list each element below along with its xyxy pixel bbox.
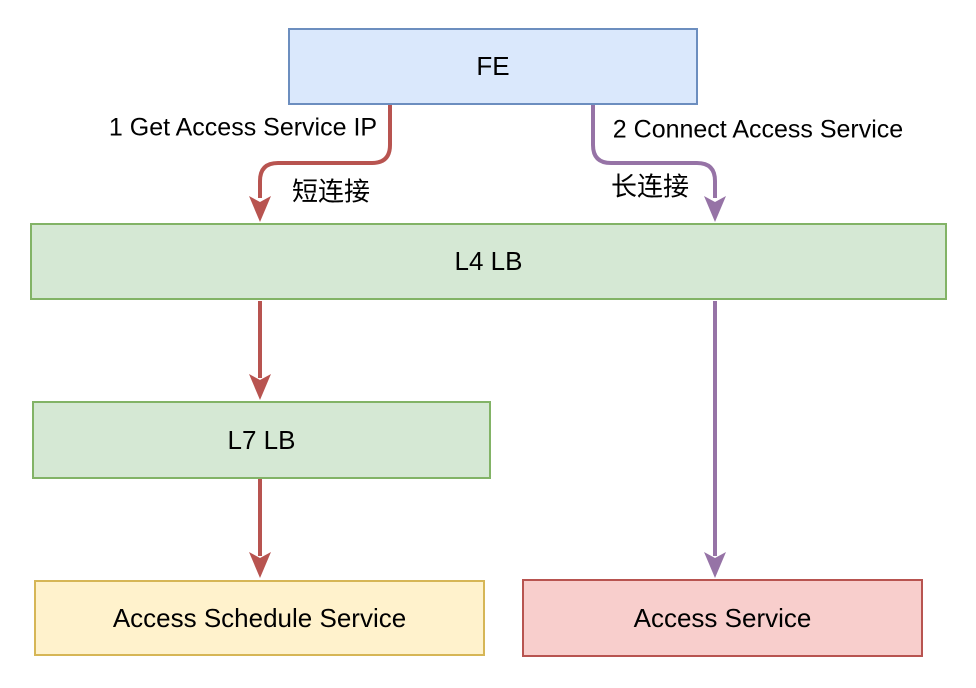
node-access-schedule-service-label: Access Schedule Service bbox=[112, 602, 407, 633]
node-fe-label: FE bbox=[476, 51, 510, 81]
node-l4-lb: L4 LB bbox=[30, 223, 947, 300]
edge-l7lb-to-schedule-arrowhead-icon bbox=[249, 552, 271, 578]
edge-label-long-connection: 长连接 bbox=[610, 171, 690, 202]
node-l7-lb-label: L7 LB bbox=[227, 424, 296, 455]
node-l4-lb-label: L4 LB bbox=[454, 246, 523, 276]
node-access-schedule-service: Access Schedule Service bbox=[34, 580, 485, 656]
edge-fe-to-l4lb-short-arrowhead-icon bbox=[249, 196, 271, 222]
edge-fe-to-l4lb-long-arrowhead-icon bbox=[704, 196, 726, 222]
node-fe: FE bbox=[288, 28, 698, 105]
edge-label-get-access-service-ip: 1 Get Access Service IP bbox=[108, 113, 378, 142]
node-access-service-label: Access Service bbox=[633, 602, 812, 633]
edge-label-short-connection: 短连接 bbox=[291, 176, 371, 207]
node-l7-lb: L7 LB bbox=[32, 401, 491, 479]
node-access-service: Access Service bbox=[522, 579, 923, 657]
edge-label-connect-access-service: 2 Connect Access Service bbox=[612, 115, 904, 144]
edge-l4lb-to-l7lb-arrowhead-icon bbox=[249, 374, 271, 400]
edge-l4lb-to-access-arrowhead-icon bbox=[704, 552, 726, 578]
